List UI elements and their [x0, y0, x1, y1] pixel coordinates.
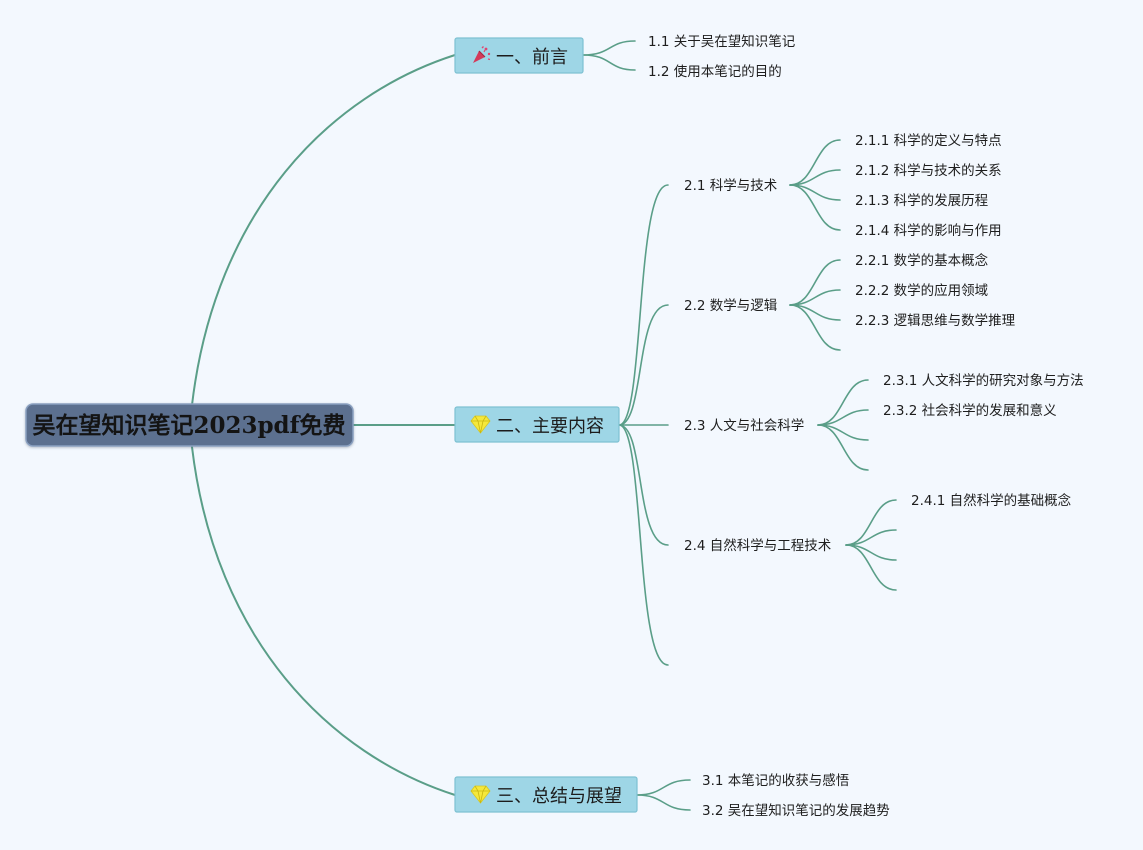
connector-s1-item-1 [582, 40, 636, 56]
connector-2-2-child-1 [789, 259, 841, 306]
section-node-3[interactable]: 三、总结与展望 [454, 776, 638, 813]
root-title: 吴在望知识笔记2023pdf免费 [32, 412, 345, 439]
topic-2-2-1[interactable]: 2.2.1 数学的基本概念 [855, 252, 988, 269]
connector-s1-item-2 [582, 54, 636, 71]
topic-2-2-3[interactable]: 2.2.3 逻辑思维与数学推理 [855, 313, 1016, 329]
section-1-title: 一、前言 [496, 47, 568, 68]
section-2-connectors [618, 184, 669, 666]
topic-2-1-3[interactable]: 2.1.3 科学的发展历程 [855, 193, 988, 209]
topic-3-2[interactable]: 3.2 吴在望知识笔记的发展趋势 [702, 802, 890, 819]
connector-2-4-child-1 [845, 499, 897, 546]
connector-s2-item-4 [618, 424, 669, 546]
topic-2-1-4[interactable]: 2.1.4 科学的影响与作用 [855, 223, 1002, 239]
section-3-connectors [636, 779, 691, 811]
section-node-2[interactable]: 二、主要内容 [454, 406, 620, 443]
topic-2-1[interactable]: 2.1 科学与技术 [684, 178, 777, 194]
connector-s3-item-1 [636, 779, 691, 796]
topic-2-2[interactable]: 2.2 数学与逻辑 [684, 298, 777, 314]
topic-1-1[interactable]: 1.1 关于吴在望知识笔记 [648, 33, 795, 50]
topic-2-3-2[interactable]: 2.3.2 社会科学的发展和意义 [883, 402, 1057, 419]
diamond-icon [470, 415, 491, 434]
topic-1-2[interactable]: 1.2 使用本笔记的目的 [648, 63, 782, 80]
subsection-2-1-connectors [789, 139, 841, 231]
subsection-2-4-connectors [845, 499, 897, 591]
topic-2-1-2[interactable]: 2.1.2 科学与技术的关系 [855, 163, 1002, 179]
section-3-title: 三、总结与展望 [496, 786, 622, 807]
topic-2-4-1[interactable]: 2.4.1 自然科学的基础概念 [911, 492, 1071, 509]
connector-root-section-1 [191, 54, 456, 406]
connector-s2-item-5 [618, 424, 669, 666]
topic-3-1[interactable]: 3.1 本笔记的收获与感悟 [702, 772, 849, 789]
connector-2-1-child-1 [789, 139, 841, 186]
party-popper-icon [473, 46, 491, 63]
connector-2-1-child-4 [789, 184, 841, 231]
connector-2-4-child-4 [845, 544, 897, 591]
connector-2-3-child-1 [817, 379, 869, 426]
topic-2-4[interactable]: 2.4 自然科学与工程技术 [684, 537, 831, 554]
subsection-2-2-connectors [789, 259, 841, 351]
connector-2-2-child-4 [789, 304, 841, 351]
root-connectors [191, 54, 456, 796]
section-1-connectors [582, 40, 636, 71]
section-node-1[interactable]: 一、前言 [454, 37, 584, 74]
connector-s2-item-1 [618, 184, 669, 426]
connector-2-3-child-4 [817, 424, 869, 471]
diamond-icon [470, 785, 491, 804]
subsection-2-3-connectors [817, 379, 869, 471]
topic-2-2-2[interactable]: 2.2.2 数学的应用领域 [855, 282, 988, 299]
section-2-title: 二、主要内容 [496, 416, 604, 437]
root-node[interactable]: 吴在望知识笔记2023pdf免费 [25, 403, 354, 447]
topic-2-3[interactable]: 2.3 人文与社会科学 [684, 418, 804, 434]
topic-2-3-1[interactable]: 2.3.1 人文科学的研究对象与方法 [883, 373, 1084, 389]
connector-root-section-3 [191, 446, 456, 796]
connector-s3-item-2 [636, 794, 691, 811]
topic-2-1-1[interactable]: 2.1.1 科学的定义与特点 [855, 133, 1002, 149]
connector-s2-item-2 [618, 304, 669, 426]
